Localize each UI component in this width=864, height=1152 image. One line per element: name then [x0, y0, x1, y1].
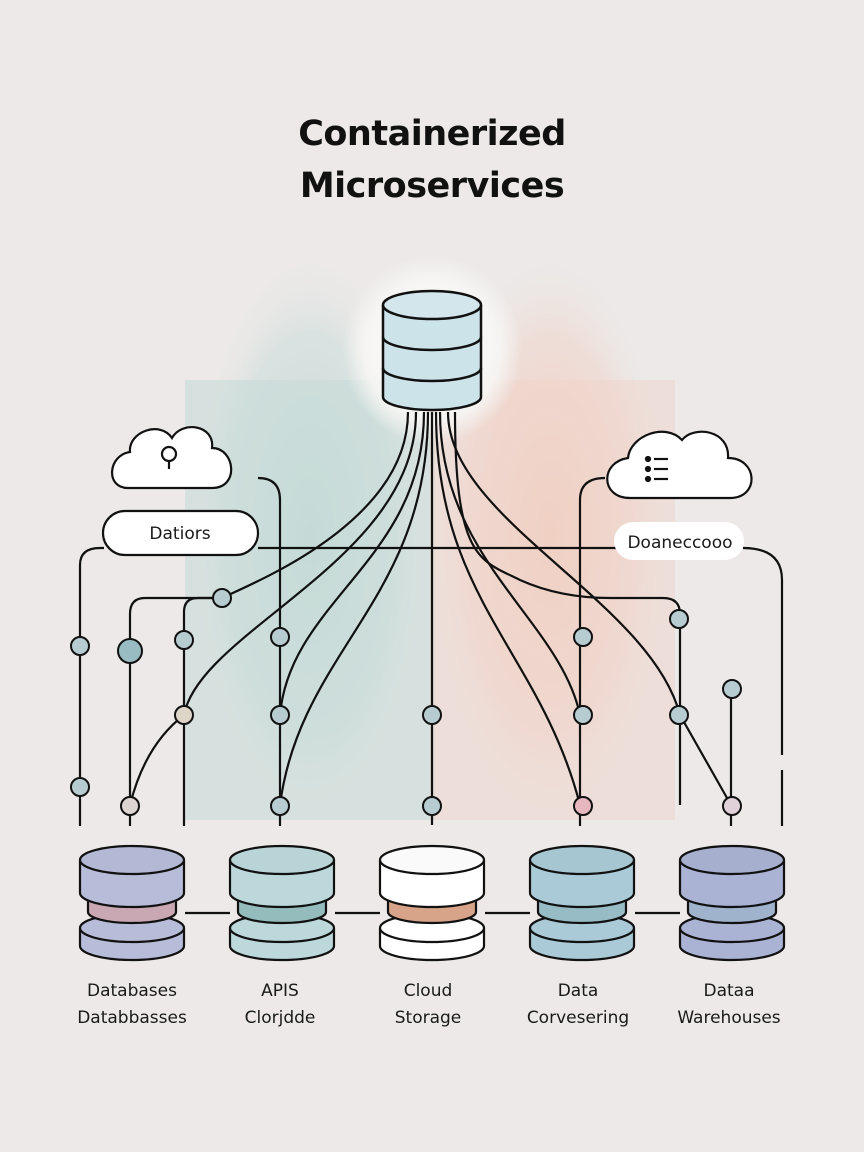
service-stack-data-conversion-icon — [528, 844, 636, 962]
junction-node — [669, 609, 689, 629]
junction-node — [270, 705, 290, 725]
title-line-1: Containerized — [298, 114, 566, 154]
tag-right: Doaneccooo — [614, 522, 744, 560]
central-database-icon — [381, 289, 483, 412]
service-label-data-conversion: Data Corvesering — [526, 981, 630, 1028]
junction-node — [174, 705, 194, 725]
list-icon — [644, 455, 668, 483]
junction-node — [573, 627, 593, 647]
service-label-data-warehouses: Dataa Warehouses — [677, 981, 781, 1028]
title-line-2: Microservices — [299, 166, 565, 206]
service-label-cloud-storage: Cloud Storage — [394, 981, 462, 1028]
page-title: Containerized Microservices — [0, 108, 864, 212]
cloud-right — [606, 430, 753, 500]
tag-left: Datiors — [101, 509, 260, 557]
junction-node — [422, 796, 442, 816]
junction-node — [174, 630, 194, 650]
location-pin-icon — [160, 445, 178, 469]
junction-node — [120, 796, 140, 816]
junction-node — [422, 705, 442, 725]
connections — [78, 411, 784, 915]
cloud-shape — [606, 430, 753, 500]
junction-nodes — [70, 588, 742, 816]
junction-node — [212, 588, 232, 608]
junction-node — [722, 796, 742, 816]
junction-node — [117, 638, 143, 664]
junction-node — [270, 627, 290, 647]
service-stack-cloud-storage-icon — [378, 844, 486, 962]
tag-right-label: Doaneccooo — [627, 533, 732, 553]
junction-node — [70, 636, 90, 656]
service-stack-databases-icon — [78, 844, 186, 962]
service-stack-data-warehouses-icon — [678, 844, 786, 962]
service-stack-apis-icon — [228, 844, 336, 962]
service-label-databases: Databases Databbasses — [77, 981, 187, 1028]
junction-node — [70, 777, 90, 797]
junction-node — [270, 796, 290, 816]
junction-node — [722, 679, 742, 699]
junction-node — [573, 796, 593, 816]
cloud-left — [111, 426, 233, 490]
junction-node — [669, 705, 689, 725]
service-stacks — [78, 844, 786, 962]
junction-node — [573, 705, 593, 725]
service-label-apis: APIS Clorjdde — [244, 981, 316, 1028]
tag-left-label: Datiors — [149, 524, 210, 544]
cloud-shape — [111, 426, 233, 490]
